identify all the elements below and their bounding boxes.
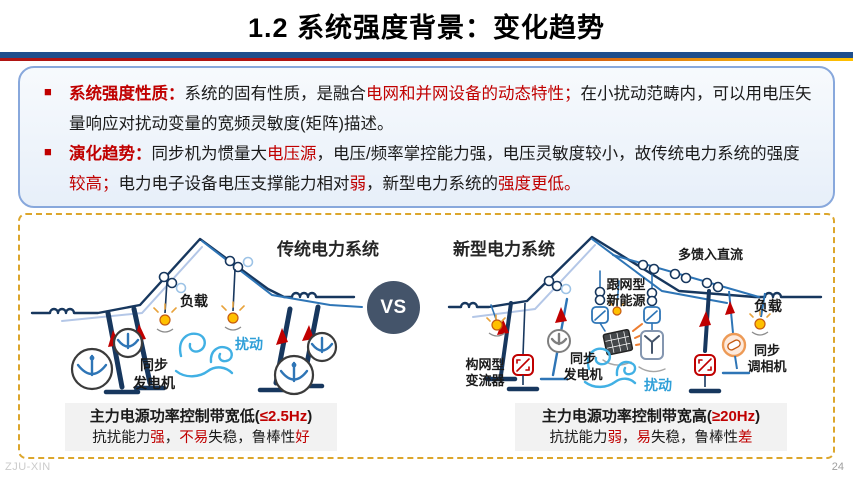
bullet1-highlight: 电网和并网设备的动态特性； <box>366 85 581 103</box>
page-title: 1.2 系统强度背景：变化趋势 <box>247 13 606 43</box>
bullet1-lead: 系统强度性质： <box>69 85 185 103</box>
wind-disturbance-icon <box>174 332 234 378</box>
caption-text: 失稳，鲁棒性 <box>651 429 738 446</box>
label-line: 发电机 <box>133 374 175 391</box>
label-disturbance-left: 扰动 <box>235 336 263 352</box>
caption-line1: 主力电源功率控制带宽低(≤2.5Hz) <box>65 406 337 428</box>
label-grid-forming-converter: 构网型变流器 <box>462 357 508 390</box>
new-system-title: 新型电力系统 <box>453 240 555 259</box>
label-load-right: 负载 <box>754 298 782 314</box>
caption-highlight: ≤2.5Hz <box>259 408 308 425</box>
comparison-panel: 传统电力系统 新型电力系统 VS <box>18 213 835 459</box>
right-converter-branch <box>688 289 722 394</box>
transformer-icon <box>543 275 572 295</box>
caption-highlight: 好 <box>295 429 310 446</box>
bullet-square-icon: ■ <box>44 144 52 160</box>
bullet2-highlight3: 弱 <box>349 175 367 194</box>
label-multi-infeed-dc: 多馈入直流 <box>678 247 744 262</box>
load-branch <box>749 292 771 336</box>
bullet2-text3: 电力电子设备电压支撑能力相对 <box>118 175 350 194</box>
page-number: 24 <box>831 461 844 473</box>
caption-text: ， <box>622 429 637 446</box>
caption-text: ， <box>164 429 180 446</box>
solar-panel-icon <box>602 329 634 356</box>
bullet1-text: 系统的固有性质，是融合 <box>184 85 367 103</box>
wind-disturbance-icon <box>583 347 637 389</box>
bullet2-highlight4: 强度更低。 <box>498 175 581 194</box>
vs-badge: VS <box>367 281 420 334</box>
caption-text: 主力电源功率控制带宽高( <box>541 408 712 425</box>
bullet-system-strength: ■ 系统强度性质：系统的固有性质，是融合电网和并网设备的动态特性；在小扰动范畴内，… <box>42 79 813 139</box>
label-sync-condenser: 同步调相机 <box>744 343 790 376</box>
title-divider-bar <box>0 52 853 58</box>
caption-highlight: 强 <box>150 429 165 446</box>
caption-line2: 抗扰能力弱，易失稳，鲁棒性差 <box>515 428 787 448</box>
label-line: 变流器 <box>465 373 505 389</box>
caption-text: 抗扰能力 <box>92 429 151 446</box>
label-line: 新能源 <box>606 293 646 309</box>
bullet1-text2: 在小扰动范畴内，可以用电压矢量响应对扰动变量的宽频灵敏度(矩阵)描述。 <box>69 85 812 134</box>
watermark: ZJU-XIN <box>5 461 51 473</box>
wind-turbine-icon <box>640 330 664 360</box>
label-load-left: 负载 <box>180 293 208 309</box>
bullet2-lead: 演化趋势： <box>69 145 152 164</box>
bullet-evolution-trend: ■ 演化趋势：同步机为惯量大电压源，电压/频率掌控能力强，电压灵敏度较小，故传统电… <box>42 139 813 199</box>
new-system-caption-box: 主力电源功率控制带宽高(≥20Hz) 抗扰能力弱，易失稳，鲁棒性差 <box>515 403 787 451</box>
caption-highlight: 不易 <box>179 429 209 446</box>
label-sync-generator-left: 同步发电机 <box>124 357 184 392</box>
traditional-caption-box: 主力电源功率控制带宽低(≤2.5Hz) 抗扰能力强，不易失稳，鲁棒性好 <box>65 403 337 451</box>
label-line: 构网型 <box>465 357 505 372</box>
synchronous-generator-branch <box>539 297 571 381</box>
converter-icon <box>694 354 716 376</box>
bullet2-text4: ，新型电力系统的 <box>366 175 498 194</box>
caption-line2: 抗扰能力强，不易失稳，鲁棒性好 <box>65 428 337 448</box>
label-sync-generator-right: 同步发电机 <box>560 351 606 384</box>
label-line: 跟网型 <box>606 277 646 292</box>
bullet-square-icon: ■ <box>44 84 52 99</box>
label-grid-following: 跟网型新能源 <box>602 277 650 310</box>
grid-forming-converter-branch <box>484 301 540 392</box>
label-disturbance-right: 扰动 <box>644 377 672 393</box>
grid-following-wind-chain <box>608 274 666 373</box>
caption-text: ) <box>755 408 761 425</box>
multi-infeed-dc-icon <box>612 254 760 298</box>
title-divider-accent <box>0 58 853 61</box>
transformer-icon <box>158 255 254 294</box>
caption-highlight: 差 <box>738 429 753 446</box>
summary-box: ■ 系统强度性质：系统的固有性质，是融合电网和并网设备的动态特性；在小扰动范畴内，… <box>18 66 835 208</box>
caption-highlight: 弱 <box>607 429 623 446</box>
bullet2-text1: 同步机为惯量大 <box>151 145 268 164</box>
caption-text: 抗扰能力 <box>549 429 608 446</box>
caption-highlight: ≥20Hz <box>711 408 756 425</box>
bullet2-highlight2: 较高； <box>69 175 119 194</box>
caption-line1: 主力电源功率控制带宽高(≥20Hz) <box>515 406 787 428</box>
load-bulb-icon <box>153 268 245 333</box>
new-grid-diagram <box>447 235 823 394</box>
caption-text: 主力电源功率控制带宽低( <box>89 408 260 425</box>
caption-highlight: 易 <box>636 429 652 446</box>
label-line: 同步 <box>753 343 780 358</box>
label-line: 调相机 <box>747 359 787 375</box>
label-line: 同步 <box>140 357 168 373</box>
caption-text: 失稳，鲁棒性 <box>208 429 296 446</box>
caption-text: ) <box>307 408 313 425</box>
grid-forming-converter-icon <box>512 354 534 376</box>
bullet2-text2: ，电压/频率掌控能力强，电压灵敏度较小，故传统电力系统的强度 <box>316 145 800 164</box>
synchronous-generator-icon <box>70 327 338 396</box>
label-line: 发电机 <box>563 367 603 383</box>
label-line: 同步 <box>569 351 596 366</box>
traditional-system-title: 传统电力系统 <box>277 240 379 259</box>
synchronous-condenser-branch <box>721 290 751 375</box>
synchronous-condenser-icon <box>721 332 747 358</box>
bullet2-highlight1: 电压源 <box>267 145 317 164</box>
traditional-grid-diagram <box>30 237 363 396</box>
